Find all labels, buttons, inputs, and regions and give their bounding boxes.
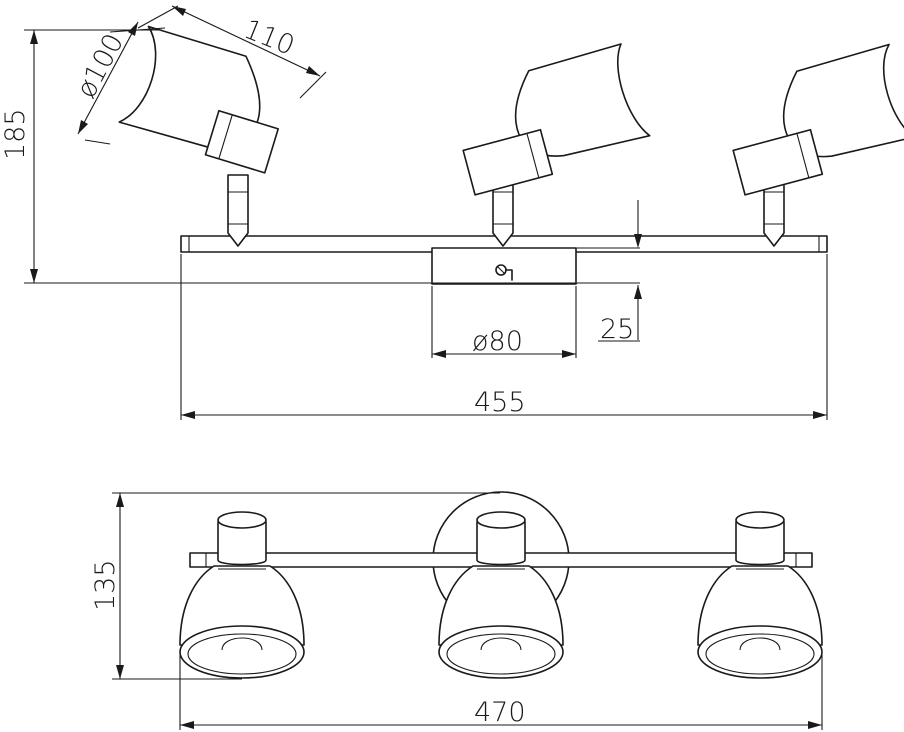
dim-shade-length-label: 110 — [239, 14, 298, 62]
side-spotlight-left — [118, 25, 279, 247]
dim-bar-length-label: 455 — [474, 387, 526, 418]
dim-front-height: 135 — [90, 492, 500, 680]
front-spotlight-right — [697, 511, 823, 679]
dim-front-width: 470 — [179, 655, 823, 730]
front-spotlight-middle — [438, 511, 564, 679]
front-view — [179, 491, 823, 679]
dim-base-depth-label: 25 — [600, 314, 634, 345]
dim-front-width-label: 470 — [474, 697, 526, 728]
side-view — [118, 25, 904, 285]
dim-total-height: 185 — [0, 29, 640, 284]
dim-total-height-label: 185 — [0, 108, 31, 160]
front-spotlight-left — [179, 511, 305, 679]
dim-front-height-label: 135 — [90, 559, 121, 611]
dim-shade-diameter-label: ø100 — [71, 29, 130, 104]
side-spotlight-right — [732, 43, 904, 247]
side-spotlight-middle — [462, 43, 651, 247]
dim-base-diameter: ø80 — [431, 286, 577, 358]
dim-base-depth: 25 — [576, 200, 642, 345]
dim-base-diameter-label: ø80 — [472, 326, 523, 357]
side-set-screw — [495, 264, 513, 281]
dim-bar-length: 455 — [180, 254, 828, 420]
